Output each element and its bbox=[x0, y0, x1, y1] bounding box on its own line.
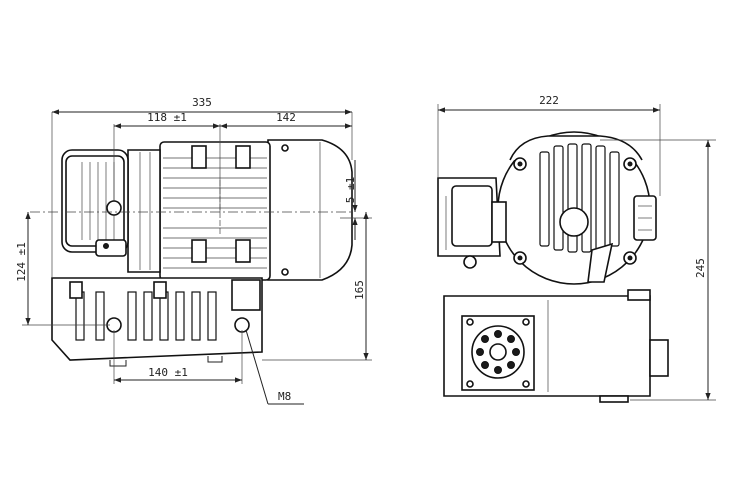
base-boss bbox=[231, 279, 261, 311]
motor-end-cap bbox=[267, 139, 353, 281]
motor-lug bbox=[191, 239, 207, 263]
mount-hole-icon bbox=[234, 317, 250, 333]
dim-right-offset: 142 bbox=[276, 111, 296, 124]
dim-side-width: 222 bbox=[539, 94, 559, 107]
dim-side-height: 245 bbox=[694, 258, 707, 278]
flange bbox=[127, 149, 161, 273]
dim-overall-length: 335 bbox=[192, 96, 212, 109]
pump-port bbox=[95, 239, 127, 257]
motor-lug bbox=[235, 145, 251, 169]
front-view: 335 118 ±1 142 5 ±1 165 124 ±1 140 ±1 M8 bbox=[15, 96, 372, 405]
side-view: 222 245 bbox=[437, 94, 716, 403]
dim-left-height: 124 ±1 bbox=[15, 242, 28, 282]
dim-base-spacing: 140 ±1 bbox=[148, 366, 188, 379]
motor-lug bbox=[235, 239, 251, 263]
dim-left-offset: 118 ±1 bbox=[147, 111, 187, 124]
shaft-hub-icon bbox=[559, 207, 589, 237]
motor-lug bbox=[191, 145, 207, 169]
base-fins bbox=[75, 291, 217, 341]
thread-callout: M8 bbox=[278, 390, 291, 403]
dim-small-offset: 5 ±1 bbox=[344, 177, 357, 204]
motor-body bbox=[159, 141, 271, 281]
screw-icon bbox=[281, 144, 289, 152]
shaft-icon bbox=[106, 200, 122, 216]
dim-right-height: 165 bbox=[353, 280, 366, 300]
side-fitting bbox=[649, 339, 669, 377]
screw-icon bbox=[281, 268, 289, 276]
